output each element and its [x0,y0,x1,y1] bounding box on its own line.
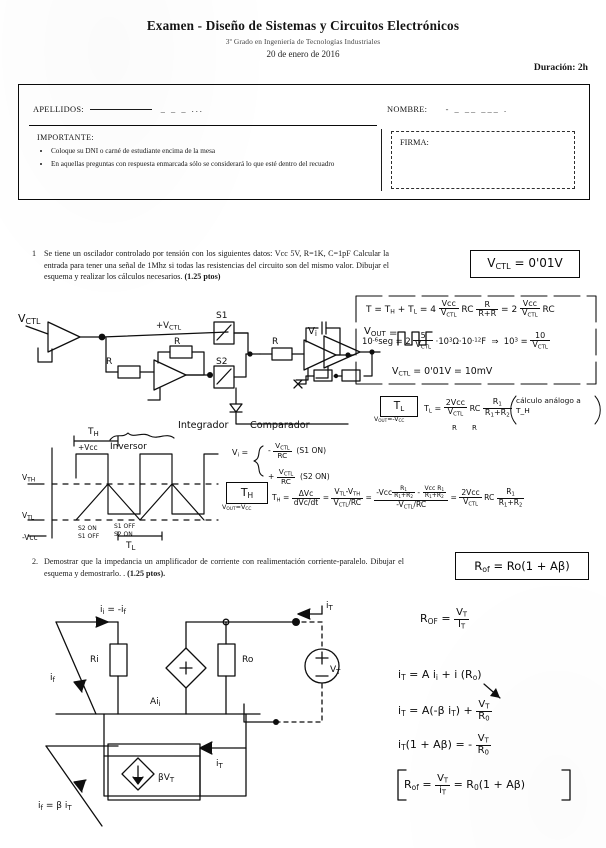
q1-label-integrador: Integrador [178,420,229,431]
question-1-answer: VCTL = 0'01V [487,256,563,272]
nombre-label: NOMBRE: [387,105,428,114]
svg-text:R: R [174,337,180,347]
apellidos-dots: _ _ _ ... [160,105,204,114]
header-date: 20 de enero de 2016 [266,49,340,59]
q1-vi-cases: Vi = [232,448,249,459]
svg-text:Ri: Ri [90,655,99,665]
svg-text:iT: iT [216,759,224,770]
q1-eq-result: VCTL = 0'01V = 10mV [392,366,493,378]
svg-text:S1 OFF: S1 OFF [78,533,100,540]
firma-label: FIRMA: [400,138,429,147]
q1-label-inversor: Inversor [110,442,147,452]
importante-block: IMPORTANTE: Coloque su DNI o carné de es… [37,133,367,171]
svg-text:S1: S1 [216,311,227,321]
q1-equation-frame [355,295,597,385]
q1-circuit-diagram: VCTL +VCTL S1 S2 R R R [18,311,355,425]
svg-text:βVT: βVT [158,773,175,784]
q1-paren-note [510,395,517,425]
apellidos-input-line[interactable] [90,108,153,110]
svg-text:TL: TL [125,541,136,552]
identity-divider [29,125,377,126]
nombre-input-line[interactable]: - _ __ ___ . [445,105,509,114]
apellidos-label: APELLIDOS: [33,105,84,114]
q1-th-box: TH [226,482,268,504]
question-1-number: 1 [32,249,37,258]
svg-text:VTL: VTL [22,511,35,522]
q1-comparator-stage: Vi VOUT = [293,326,397,389]
svg-text:S2: S2 [216,357,227,367]
question-2-points: (1.25 ptos). [127,568,166,578]
svg-text:VT: VT [330,665,341,676]
question-1: 1 Se tiene un oscilador controlado por t… [32,248,389,283]
q2-final-answer-bracket [397,769,571,801]
q1-label-comparador: Comparador [250,420,310,431]
list-item: Coloque su DNI o carné de estudiante enc… [51,146,367,157]
svg-text:+Vcc: +Vcc [78,443,98,452]
svg-text:if: if [50,673,56,684]
nombre-row: NOMBRE: - _ __ ___ . [387,105,508,114]
question-2-answer: Rof = Ro(1 + Aβ) [474,558,570,574]
svg-text:-Vcc: -Vcc [22,533,38,542]
q1-r-note-1: R [452,424,457,432]
question-1-points: (1.25 ptos) [184,272,221,282]
svg-text:VTH: VTH [22,473,35,484]
list-item: En aquellas preguntas con respuesta enma… [51,159,367,170]
svg-text:+VCTL: +VCTL [156,321,181,332]
header-subtitle: 3º Grado en Ingeniería de Tecnologías In… [225,37,381,46]
q1-brace-vi [253,445,264,477]
q1-th-condition: VOUT=VCC [222,503,252,513]
q1-paren-note-close [594,395,601,425]
svg-text:iT: iT [326,601,334,612]
question-2: 2. Demostrar que la impedancia un amplif… [32,556,404,579]
q1-waveform-diagram: TH TL +Vcc VTH VTL -Vcc S2 ON S1 OFF S1 … [22,427,219,552]
q2-arrow-annotation [483,683,501,699]
svg-text:S2 ON: S2 ON [78,525,97,532]
duration-label: Duración: 2h [533,62,588,73]
svg-text:R: R [272,337,278,347]
q2-eq-1: iT = A ii + i (Ro) [398,668,482,682]
page-title: Examen - Diseño de Sistemas y Circuitos … [146,18,460,33]
importante-list: Coloque su DNI o carné de estudiante enc… [51,146,367,169]
svg-text:ii = -if: ii = -if [100,605,126,616]
question-2-number: 2. [32,557,39,566]
svg-text:S1 OFF: S1 OFF [114,523,136,530]
svg-text:VCTL: VCTL [18,312,41,326]
apellidos-row: APELLIDOS: _ _ _ ... [33,105,204,114]
svg-text:VOUT =: VOUT = [364,326,397,339]
identity-box: APELLIDOS: _ _ _ ... NOMBRE: - _ __ ___ … [18,84,590,200]
document-header: Examen - Diseño de Sistemas y Circuitos … [0,18,606,59]
q1-brace-inversor [109,432,175,441]
svg-text:if = β iT: if = β iT [38,801,72,812]
q1-r-note-2: R [472,424,477,432]
q1-tl-label: TL [393,400,405,413]
question-2-text: Demostrar que la impedancia un amplifica… [44,557,404,578]
svg-text:Aii: Aii [150,697,161,708]
svg-text:R: R [106,357,112,367]
q1-tl-condition: VOUT=-VCC [374,416,405,424]
svg-text:Vi: Vi [308,326,317,338]
firma-box[interactable]: FIRMA: [391,131,575,189]
importante-label: IMPORTANTE: [37,133,95,142]
q1-tl-note: cálculo análogo a T_H [516,396,581,415]
question-1-text: Se tiene un oscilador controlado por ten… [44,249,389,282]
identity-vertical-divider [381,129,382,191]
svg-text:Ro: Ro [242,655,254,665]
question-2-answer-box: Rof = Ro(1 + Aβ) [455,552,589,580]
svg-text:S2 ON: S2 ON [114,531,133,538]
svg-text:TH: TH [87,427,99,438]
q1-tl-box: TL [380,396,418,417]
q1-th-label: TH [240,486,254,500]
question-1-answer-box: VCTL = 0'01V [470,250,580,278]
q2-circuit-diagram: ii = -if if Ri Aii Ro VT iT βVT iT if = … [38,601,341,827]
